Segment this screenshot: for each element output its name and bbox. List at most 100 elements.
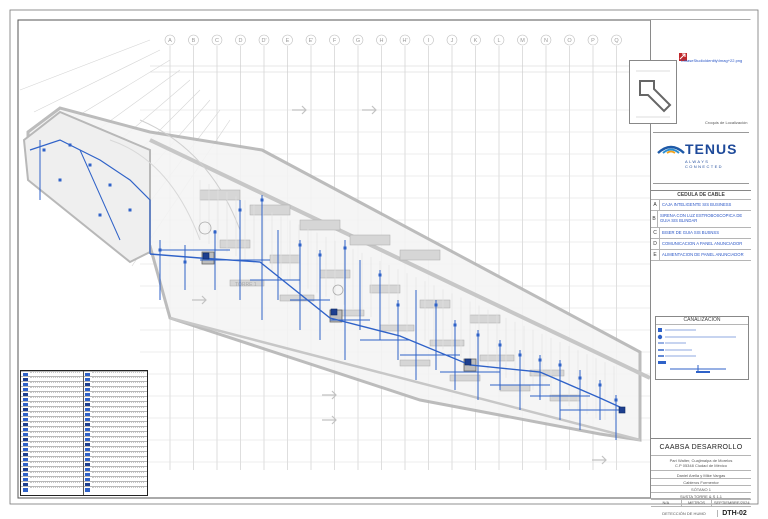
ramp-arc bbox=[139, 119, 241, 231]
ramp-arc bbox=[109, 139, 201, 241]
grid-bubble bbox=[493, 34, 505, 46]
legend-row bbox=[21, 426, 147, 432]
canalizacion-box: CANALIZACION bbox=[655, 316, 749, 380]
smoke-detector-icon bbox=[128, 208, 132, 212]
exterior-wall bbox=[169, 316, 641, 442]
diagonal-grid-line bbox=[19, 39, 151, 91]
legend-entry-line bbox=[92, 432, 144, 433]
smoke-detector-icon bbox=[578, 376, 582, 380]
drawing-name: DETECCIÓN DE HUMO bbox=[662, 510, 706, 516]
legend-row bbox=[21, 431, 147, 437]
legend-symbol-icon bbox=[23, 432, 28, 437]
parking-block bbox=[269, 254, 301, 264]
client-line: Cableros Formentor bbox=[651, 478, 751, 485]
grid-bubble bbox=[352, 34, 364, 46]
legend-entry-line bbox=[92, 417, 144, 418]
grid-bubble bbox=[211, 34, 223, 46]
elevator-circle bbox=[198, 221, 212, 235]
smoke-detector-icon bbox=[498, 343, 502, 347]
grid-bubble bbox=[517, 34, 528, 46]
legend-entry-line bbox=[30, 442, 80, 443]
legend-entry-line bbox=[92, 472, 144, 473]
legend-symbol-icon bbox=[85, 427, 90, 432]
smoke-detector-icon bbox=[598, 383, 602, 387]
legend-entry-line bbox=[30, 422, 80, 423]
legend-row bbox=[21, 376, 147, 382]
parking-block bbox=[399, 359, 431, 367]
legend-entry-line bbox=[30, 437, 80, 438]
legend-entry-line bbox=[30, 472, 80, 473]
smoke-detector-icon bbox=[108, 183, 112, 187]
legend-entry-line bbox=[30, 392, 80, 393]
legend-symbol-icon bbox=[85, 402, 90, 407]
legend-symbol-icon bbox=[85, 372, 90, 377]
grid-bubble bbox=[235, 34, 246, 46]
smoke-detector-icon bbox=[434, 303, 438, 307]
legend-symbol-icon bbox=[23, 462, 28, 467]
ramp-arrow bbox=[592, 455, 607, 465]
legend-row bbox=[21, 481, 147, 487]
legend-entry-line bbox=[92, 437, 144, 438]
grid-bubble bbox=[329, 34, 340, 46]
legend-entry-line bbox=[92, 452, 144, 453]
legend-symbol-icon bbox=[23, 407, 28, 412]
legend-symbol-icon bbox=[85, 477, 90, 482]
legend-symbol-icon bbox=[23, 452, 28, 457]
legend-row bbox=[21, 371, 147, 377]
legend-entry-line bbox=[92, 422, 144, 423]
legend-row bbox=[21, 381, 147, 387]
parking-block bbox=[279, 294, 315, 302]
smoke-detector-icon bbox=[318, 253, 322, 257]
legend-symbol-icon bbox=[23, 377, 28, 382]
legend-symbol-icon bbox=[23, 392, 28, 397]
smoke-detector-icon bbox=[158, 248, 162, 252]
legend-entry-line bbox=[30, 447, 80, 448]
smoke-detector-icon bbox=[453, 323, 457, 327]
smoke-detector-icon bbox=[98, 213, 102, 217]
parking-block bbox=[349, 234, 391, 246]
ramp-arrow bbox=[292, 105, 307, 115]
grid-bubble bbox=[399, 34, 411, 46]
image-link[interactable]: CirlaseStudioIdentity\Imag+22.png bbox=[681, 58, 743, 63]
ramp-arrow bbox=[192, 295, 207, 305]
grid-bubble bbox=[282, 34, 293, 46]
legend-symbol-icon bbox=[85, 462, 90, 467]
location-map bbox=[629, 60, 677, 124]
legend-entry-line bbox=[30, 462, 80, 463]
legend-entry-line bbox=[92, 412, 144, 413]
legend-entry-line bbox=[30, 417, 80, 418]
ramp-arrow bbox=[322, 415, 337, 425]
legend-entry-line bbox=[30, 412, 80, 413]
sheet-border bbox=[9, 9, 759, 505]
legend-entry-line bbox=[92, 477, 144, 478]
legend-entry-line bbox=[92, 442, 144, 443]
legend-entry-line bbox=[30, 457, 80, 458]
legend-entry-line bbox=[92, 372, 144, 373]
legend-symbol-icon bbox=[23, 447, 28, 452]
legend-row bbox=[21, 436, 147, 442]
grid-label: C bbox=[215, 38, 219, 44]
legend-symbol-icon bbox=[23, 487, 28, 492]
legend-symbol-icon bbox=[85, 422, 90, 427]
grid-label: N bbox=[544, 38, 548, 44]
grid-bubble bbox=[470, 34, 481, 46]
parking-block bbox=[469, 314, 501, 324]
address-line: C.P 05348 Ciudad de México bbox=[675, 463, 727, 468]
legend-entry-line bbox=[30, 477, 80, 478]
legend-symbol-icon bbox=[85, 437, 90, 442]
legend-symbol-icon bbox=[23, 442, 28, 447]
legend-symbol-icon bbox=[23, 437, 28, 442]
sheet-footer: N/A METROS SEPTIEMBRE/2024 bbox=[651, 499, 751, 506]
smoke-detector-icon bbox=[183, 260, 187, 264]
legend-symbol-icon bbox=[85, 457, 90, 462]
grid-label: D bbox=[239, 38, 243, 44]
smoke-detector-icon bbox=[614, 398, 618, 402]
legend-entry-line bbox=[30, 372, 80, 373]
conduit-branch bbox=[79, 149, 121, 241]
